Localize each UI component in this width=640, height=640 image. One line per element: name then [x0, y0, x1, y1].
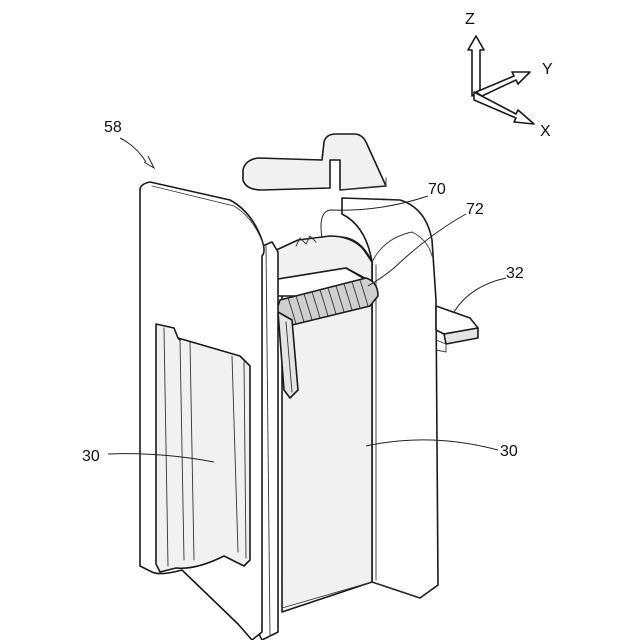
- x-arrow-icon: [474, 92, 534, 124]
- label-30-right: 30: [500, 443, 518, 460]
- axis-triad: Z Y X: [465, 11, 553, 140]
- label-72: 72: [466, 201, 484, 218]
- label-30-left: 30: [82, 448, 100, 465]
- tab-32: [436, 306, 478, 352]
- axis-label-y: Y: [542, 61, 553, 78]
- y-arrow-icon: [476, 72, 530, 96]
- rail-30: [156, 324, 250, 572]
- leader-58: [120, 138, 146, 162]
- leader-32: [454, 278, 506, 312]
- label-70: 70: [428, 181, 446, 198]
- label-58: 58: [104, 119, 122, 136]
- axis-label-x: X: [540, 123, 551, 140]
- axis-label-z: Z: [465, 11, 475, 28]
- label-32: 32: [506, 265, 524, 282]
- z-arrow-icon: [468, 36, 484, 96]
